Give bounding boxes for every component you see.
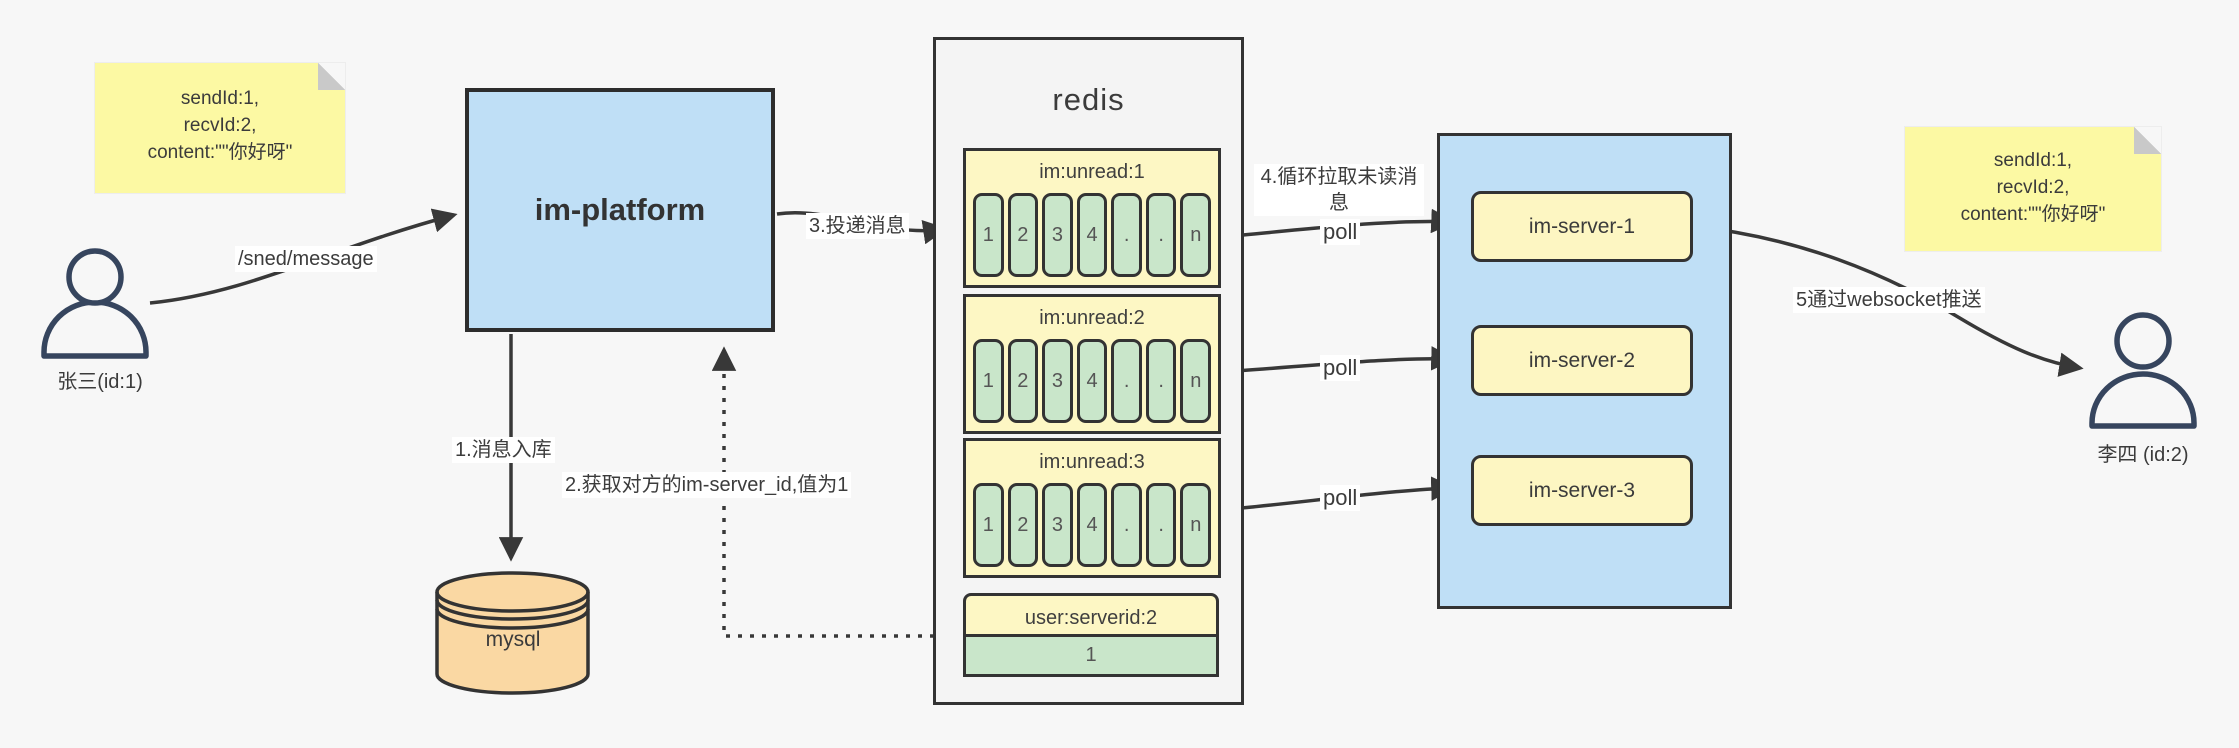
queue-cell: 3 <box>1042 193 1073 277</box>
queue-cell: 4 <box>1076 483 1108 567</box>
note-line: content:""你好呀" <box>147 142 293 163</box>
queue-cell: 3 <box>1042 339 1073 423</box>
queue-im-unread-3: im:unread:3 1 2 3 4 . . n <box>963 438 1221 578</box>
kv-user-serverid: user:serverid:2 1 <box>963 593 1219 677</box>
note-line: content:""你好呀" <box>1960 204 2106 225</box>
note-fold-corner <box>318 63 345 90</box>
redis-title: redis <box>1052 82 1125 117</box>
queue-cell: 1 <box>973 483 1004 567</box>
queue-cell: 2 <box>1007 193 1039 277</box>
edge-label-poll-2: poll <box>1320 355 1361 381</box>
queue-cell: 4 <box>1076 193 1108 277</box>
edge-label-step4: 4.循环拉取未读消息 <box>1254 164 1424 216</box>
im-platform-box: im-platform <box>465 88 775 332</box>
im-platform-label: im-platform <box>534 192 706 227</box>
queue-cell: n <box>1180 193 1212 277</box>
queue-cell: . <box>1111 193 1142 277</box>
queue-cell: 2 <box>1007 483 1039 567</box>
queue-cell: 2 <box>1007 339 1039 423</box>
sender-person-icon <box>41 248 149 359</box>
edge-label-poll-3: poll <box>1320 485 1361 511</box>
edge-label-step3: 3.投递消息 <box>806 213 909 239</box>
receiver-label: 李四 (id:2) <box>2097 444 2189 466</box>
queue-im-unread-1: im:unread:1 1 2 3 4 . . n <box>963 148 1221 288</box>
mysql-label: mysql <box>485 628 541 651</box>
queue-cell: . <box>1145 483 1177 567</box>
queue-name: im:unread:2 <box>1039 307 1145 329</box>
note-send-payload-right: sendId:1, recvId:2, content:""你好呀" <box>1905 127 2161 251</box>
queue-im-unread-2: im:unread:2 1 2 3 4 . . n <box>963 294 1221 434</box>
note-send-payload-left: sendId:1, recvId:2, content:""你好呀" <box>95 63 345 193</box>
queue-cell: . <box>1145 193 1177 277</box>
sender-label: 张三(id:1) <box>57 371 143 393</box>
queue-cell: 4 <box>1076 339 1108 423</box>
note-line: sendId:1, <box>180 88 260 109</box>
kv-key: user:serverid:2 <box>963 593 1219 637</box>
note-fold-corner <box>2134 127 2161 154</box>
queue-name: im:unread:3 <box>1039 451 1145 473</box>
note-line: recvId:2, <box>183 115 257 136</box>
edge-label-send-message: /sned/message <box>235 246 377 272</box>
queue-name: im:unread:1 <box>1039 161 1145 183</box>
im-server-1-box: im-server-1 <box>1471 191 1693 262</box>
queue-cell: . <box>1111 483 1142 567</box>
queue-cell: . <box>1111 339 1142 423</box>
note-line: sendId:1, <box>1993 150 2073 171</box>
im-server-2-box: im-server-2 <box>1471 325 1693 396</box>
queue-cell: n <box>1180 483 1212 567</box>
queue-cell: 1 <box>973 339 1004 423</box>
note-line: recvId:2, <box>1996 177 2070 198</box>
edge-label-poll-1: poll <box>1320 219 1361 245</box>
im-server-3-box: im-server-3 <box>1471 455 1693 526</box>
im-server-cluster: im-server-1 im-server-2 im-server-3 <box>1437 133 1732 609</box>
queue-cell: n <box>1180 339 1212 423</box>
queue-cell: . <box>1145 339 1177 423</box>
kv-value: 1 <box>963 637 1219 677</box>
edge-label-step5: 5通过websocket推送 <box>1793 287 1985 313</box>
redis-panel: redis im:unread:1 1 2 3 4 . . n im:unrea… <box>933 37 1244 705</box>
queue-cell: 1 <box>973 193 1004 277</box>
receiver-person-icon <box>2089 312 2197 429</box>
edge-label-step2: 2.获取对方的im-server_id,值为1 <box>562 472 852 498</box>
queue-cell: 3 <box>1042 483 1073 567</box>
edge-label-step1: 1.消息入库 <box>452 437 555 463</box>
